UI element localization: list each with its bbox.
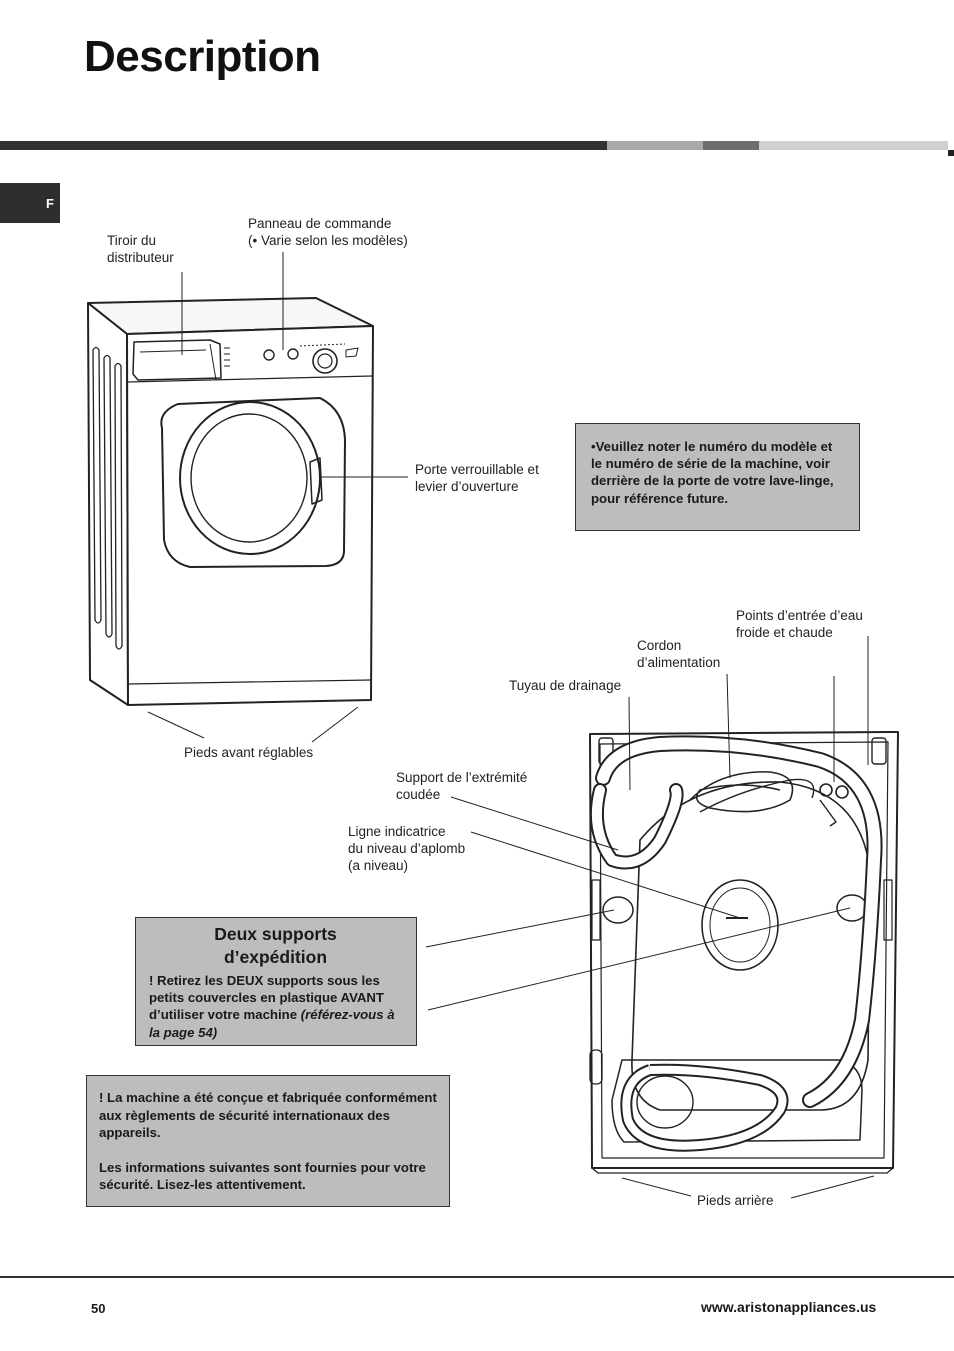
label-drain-hose: Tuyau de drainage	[509, 678, 622, 693]
language-tab: F	[0, 183, 60, 223]
model-serial-note: •Veuillez noter le numéro du modèle et l…	[575, 423, 860, 531]
page-title: Description	[84, 32, 321, 81]
label-rear-feet: Pieds arrière	[697, 1193, 774, 1208]
rear-washer-drawing	[589, 731, 899, 1174]
shipping-box-title: Deux supports d’expédition	[214, 924, 337, 967]
header-rule	[0, 141, 954, 156]
page-number: 50	[91, 1301, 106, 1316]
rule-segment-pale	[759, 141, 948, 150]
rule-segment-light	[607, 141, 703, 150]
shipping-box-body: ! Retirez les DEUX supports sous les pet…	[149, 972, 402, 1041]
shipping-box-reference: (référez-vous à la page 54)	[149, 1007, 395, 1040]
leader-lines	[147, 252, 875, 1199]
front-washer-drawing	[87, 297, 374, 706]
label-water-inlets: Points d’entrée d’eau froide et chaude	[736, 608, 863, 640]
label-elbow-support: Support de l’extrémité coudée	[396, 770, 528, 802]
safety-notice-box: ! La machine a été conçue et fabriquée c…	[86, 1075, 450, 1207]
footer-rule	[0, 1276, 954, 1278]
label-power-cord: Cordon d’alimentation	[637, 638, 721, 670]
label-door: Porte verrouillable et levier d’ouvertur…	[415, 462, 539, 494]
label-control-panel: Panneau de commande (• Varie selon les m…	[248, 216, 408, 248]
safety-paragraph-1: ! La machine a été conçue et fabriquée c…	[99, 1090, 437, 1140]
website-link[interactable]: www.aristonappliances.us	[701, 1299, 877, 1315]
shipping-box-instruction: ! Retirez les DEUX supports sous les pet…	[149, 973, 384, 1023]
label-level-line: Ligne indicatrice du niveau d’aplomb (a …	[348, 824, 466, 873]
shipping-brackets-box: Deux supports d’expédition ! Retirez les…	[135, 917, 417, 1046]
safety-paragraph-2: Les informations suivantes sont fournies…	[99, 1159, 426, 1193]
label-drawer: Tiroir du distributeur	[107, 233, 174, 265]
label-front-feet: Pieds avant réglables	[184, 745, 314, 760]
rule-segment-mid	[703, 141, 759, 150]
rule-segment-dark	[0, 141, 607, 150]
rule-end-marker	[948, 150, 954, 156]
